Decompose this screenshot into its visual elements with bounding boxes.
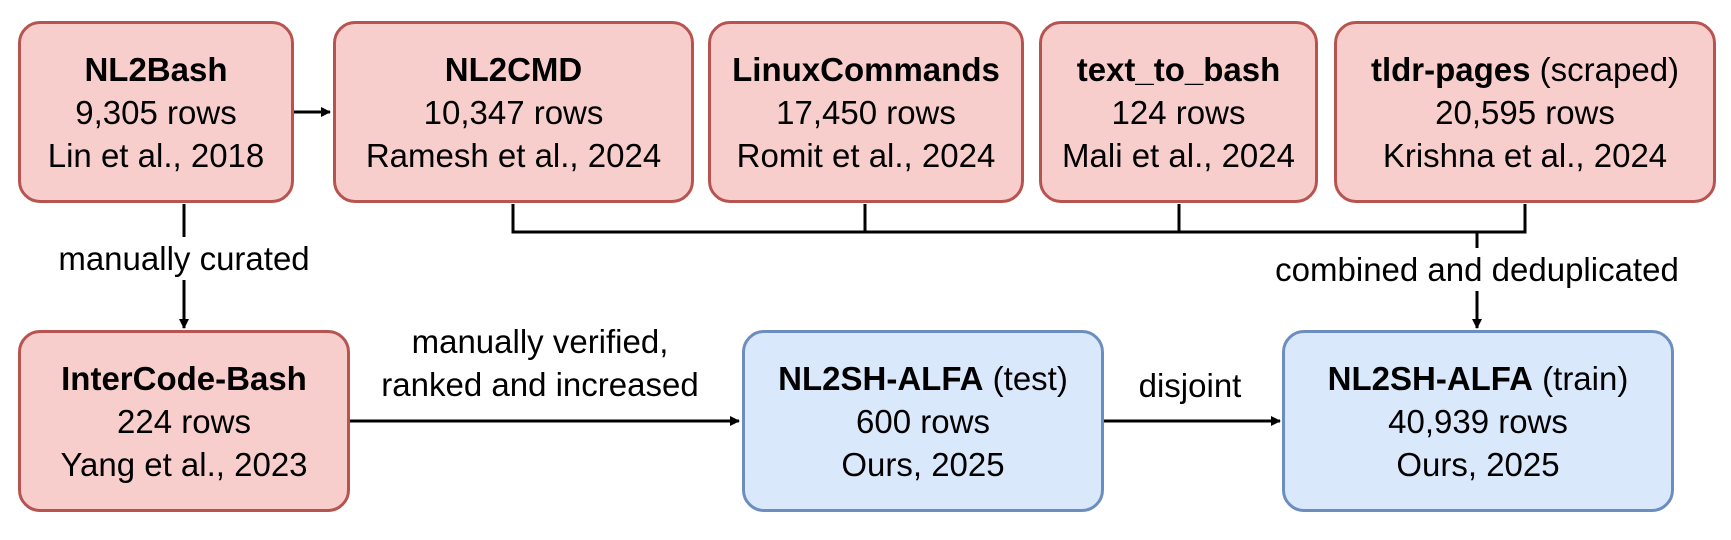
train-note: (train): [1542, 359, 1629, 397]
source-box-tldr-pages: tldr-pages (scraped) 20,595 rows Krishna…: [1334, 21, 1716, 203]
source-citation: Romit et al., 2024: [736, 136, 996, 174]
intercode-bash-box: InterCode-Bash 224 rows Yang et al., 202…: [18, 330, 350, 512]
source-citation: Krishna et al., 2024: [1382, 136, 1668, 174]
test-note: (test): [992, 359, 1068, 397]
source-rows: 10,347 rows: [423, 93, 604, 131]
source-title: NL2Bash: [84, 48, 227, 91]
edge-label-curated: manually curated: [34, 237, 334, 280]
nl2sh-alfa-test-box: NL2SH-ALFA (test) 600 rows Ours, 2025: [742, 330, 1104, 512]
test-name: NL2SH-ALFA: [778, 359, 984, 397]
source-title: LinuxCommands: [732, 48, 1000, 91]
nl2sh-alfa-train-box: NL2SH-ALFA (train) 40,939 rows Ours, 202…: [1282, 330, 1674, 512]
source-title: NL2CMD: [445, 48, 583, 91]
source-name: NL2CMD: [444, 50, 583, 88]
edge-label-disjoint: disjoint: [1138, 367, 1242, 404]
source-box-linuxcommands: LinuxCommands 17,450 rows Romit et al., …: [708, 21, 1024, 203]
test-citation: Ours, 2025: [841, 445, 1005, 483]
merge-bracket: [511, 204, 1527, 234]
source-name: NL2Bash: [84, 50, 228, 88]
edge-label-verified-line2: ranked and increased: [381, 366, 699, 403]
train-name: NL2SH-ALFA: [1327, 359, 1533, 397]
train-citation: Ours, 2025: [1396, 445, 1560, 483]
source-box-text-to-bash: text_to_bash 124 rows Mali et al., 2024: [1039, 21, 1318, 203]
source-box-nl2cmd: NL2CMD 10,347 rows Ramesh et al., 2024: [333, 21, 694, 203]
source-box-nl2bash: NL2Bash 9,305 rows Lin et al., 2018: [18, 21, 294, 203]
source-rows: 124 rows: [1111, 93, 1246, 131]
source-title: text_to_bash: [1077, 48, 1281, 91]
test-rows: 600 rows: [856, 402, 990, 440]
source-rows: 17,450 rows: [776, 93, 956, 131]
edge-label-verified: manually verified, ranked and increased: [360, 320, 720, 406]
edge-label-verified-line1: manually verified,: [411, 323, 669, 360]
train-title: NL2SH-ALFA (train): [1328, 357, 1629, 400]
intercode-name: InterCode-Bash: [61, 359, 307, 397]
intercode-title: InterCode-Bash: [61, 357, 307, 400]
source-rows: 20,595 rows: [1435, 93, 1615, 131]
source-note: (scraped): [1539, 50, 1680, 88]
source-name: text_to_bash: [1076, 50, 1281, 88]
source-citation: Lin et al., 2018: [47, 136, 265, 174]
train-rows: 40,939 rows: [1388, 402, 1568, 440]
source-name: LinuxCommands: [732, 50, 1000, 88]
edge-label-combined: combined and deduplicated: [1230, 248, 1724, 291]
source-citation: Mali et al., 2024: [1062, 136, 1295, 174]
test-title: NL2SH-ALFA (test): [778, 357, 1068, 400]
source-citation: Ramesh et al., 2024: [365, 136, 662, 174]
source-title: tldr-pages (scraped): [1371, 48, 1679, 91]
source-rows: 9,305 rows: [75, 93, 237, 131]
intercode-citation: Yang et al., 2023: [60, 445, 308, 483]
intercode-rows: 224 rows: [117, 402, 251, 440]
source-name: tldr-pages: [1370, 50, 1531, 88]
